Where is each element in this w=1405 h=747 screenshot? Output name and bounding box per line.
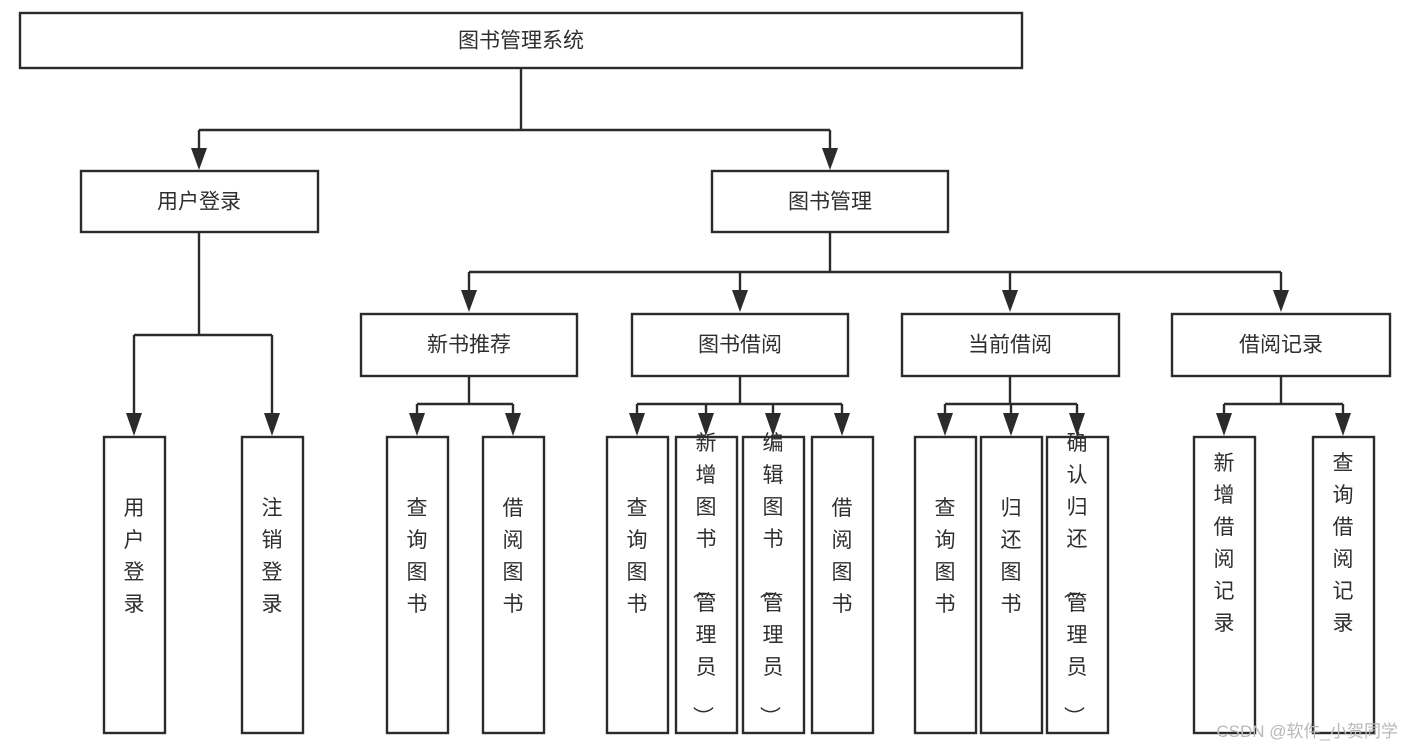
arrow-head-leaf-borrow-record-0 bbox=[1216, 413, 1232, 436]
node-book-borrow-label: 图书借阅 bbox=[698, 334, 782, 357]
leaf-book-borrow-1-label: 新增图书（管理员） bbox=[691, 432, 717, 727]
leaf-user-login-1-box[interactable] bbox=[240, 435, 305, 735]
node-borrow-record[interactable]: 借阅记录 bbox=[1170, 312, 1392, 378]
arrow-head-leaf-current-borrow-0 bbox=[937, 413, 953, 436]
node-user-login-label: 用户登录 bbox=[157, 191, 241, 214]
arrow-head-leaf-borrow-record-1 bbox=[1335, 413, 1351, 436]
node-user-login[interactable]: 用户登录 bbox=[79, 169, 320, 234]
arrow-head-leaf-new-book-0 bbox=[409, 413, 425, 436]
leaf-user-login-0-label: 用户登录 bbox=[124, 497, 145, 616]
node-borrow-record-label: 借阅记录 bbox=[1239, 334, 1323, 357]
node-current-borrow-box[interactable] bbox=[900, 312, 1121, 378]
leaf-new-book-0-label: 查询图书 bbox=[407, 497, 428, 616]
node-new-book-recommend[interactable]: 新书推荐 bbox=[359, 312, 579, 378]
arrow-head-leaf-book-borrow-0 bbox=[629, 413, 645, 436]
arrow-head-current-borrow bbox=[1002, 290, 1018, 312]
leaf-book-borrow-2-label: 编辑图书（管理员） bbox=[758, 432, 784, 727]
leaf-book-borrow-3-label: 借阅图书 bbox=[832, 497, 853, 616]
leaf-new-book-1-label: 借阅图书 bbox=[503, 497, 524, 616]
leaf-current-borrow-1[interactable]: 归还图书 bbox=[979, 435, 1044, 735]
leaf-book-borrow-1-box[interactable] bbox=[674, 435, 739, 735]
node-new-book-recommend-box[interactable] bbox=[359, 312, 579, 378]
node-book-management-label: 图书管理 bbox=[788, 191, 872, 214]
arrow-head-leaf-book-borrow-2 bbox=[765, 413, 781, 436]
node-book-borrow[interactable]: 图书借阅 bbox=[630, 312, 850, 378]
leaf-borrow-record-0[interactable]: 新增借阅记录 bbox=[1192, 435, 1257, 735]
leaf-borrow-record-1-box[interactable] bbox=[1311, 435, 1376, 735]
node-user-login-box[interactable] bbox=[79, 169, 320, 234]
arrow-head-leaf-current-borrow-2 bbox=[1069, 413, 1085, 436]
node-book-borrow-box[interactable] bbox=[630, 312, 850, 378]
leaf-user-login-0-box[interactable] bbox=[102, 435, 167, 735]
leaf-current-borrow-1-label: 归还图书 bbox=[1001, 497, 1022, 616]
arrow-head-leaf-current-borrow-1 bbox=[1003, 413, 1019, 436]
node-current-borrow-label: 当前借阅 bbox=[968, 334, 1052, 357]
arrow-head-book-mgmt bbox=[822, 148, 838, 170]
leaf-current-borrow-0-label: 查询图书 bbox=[935, 497, 956, 616]
node-borrow-record-box[interactable] bbox=[1170, 312, 1392, 378]
leaf-borrow-record-1[interactable]: 查询借阅记录 bbox=[1311, 435, 1376, 735]
arrow-head-borrow-record bbox=[1273, 290, 1289, 312]
node-root-box[interactable] bbox=[18, 11, 1024, 70]
arrow-head-leaf-book-borrow-3 bbox=[834, 413, 850, 436]
leaf-book-borrow-3[interactable]: 借阅图书 bbox=[810, 435, 875, 735]
leaf-new-book-1[interactable]: 借阅图书 bbox=[481, 435, 546, 735]
leaf-current-borrow-0-box[interactable] bbox=[913, 435, 978, 735]
arrow-head-leaf-user-login-1 bbox=[264, 413, 280, 436]
leaf-borrow-record-0-label: 新增借阅记录 bbox=[1214, 452, 1235, 635]
leaf-user-login-1-label: 注销登录 bbox=[262, 497, 283, 616]
leaf-new-book-1-box[interactable] bbox=[481, 435, 546, 735]
leaf-borrow-record-1-label: 查询借阅记录 bbox=[1333, 452, 1354, 635]
leaf-current-borrow-2[interactable]: 确认归还（管理员） bbox=[1045, 432, 1110, 735]
node-root-label: 图书管理系统 bbox=[458, 30, 584, 53]
leaf-current-borrow-2-box[interactable] bbox=[1045, 435, 1110, 735]
arrow-head-book-borrow bbox=[732, 290, 748, 312]
leaf-new-book-0-box[interactable] bbox=[385, 435, 450, 735]
csdn-watermark: CSDN @软件_小贺同学 bbox=[1216, 722, 1398, 741]
node-new-book-recommend-label: 新书推荐 bbox=[427, 334, 511, 357]
connector-layer bbox=[126, 68, 1351, 436]
leaf-book-borrow-0[interactable]: 查询图书 bbox=[605, 435, 670, 735]
leaf-book-borrow-1[interactable]: 新增图书（管理员） bbox=[674, 432, 739, 735]
leaf-new-book-0[interactable]: 查询图书 bbox=[385, 435, 450, 735]
arrow-head-user-login bbox=[191, 148, 207, 170]
leaf-user-login-1[interactable]: 注销登录 bbox=[240, 435, 305, 735]
leaf-book-borrow-0-box[interactable] bbox=[605, 435, 670, 735]
node-root-system[interactable]: 图书管理系统 bbox=[18, 11, 1024, 70]
node-book-management-box[interactable] bbox=[710, 169, 950, 234]
leaf-book-borrow-2[interactable]: 编辑图书（管理员） bbox=[741, 432, 806, 735]
arrow-head-leaf-user-login-0 bbox=[126, 413, 142, 436]
arrow-head-leaf-new-book-1 bbox=[505, 413, 521, 436]
arrow-head-new-book bbox=[461, 290, 477, 312]
leaf-current-borrow-2-label: 确认归还（管理员） bbox=[1062, 432, 1088, 727]
leaf-current-borrow-0[interactable]: 查询图书 bbox=[913, 435, 978, 735]
leaf-user-login-0[interactable]: 用户登录 bbox=[102, 435, 167, 735]
leaf-borrow-record-0-box[interactable] bbox=[1192, 435, 1257, 735]
leaf-book-borrow-2-box[interactable] bbox=[741, 435, 806, 735]
node-book-management[interactable]: 图书管理 bbox=[710, 169, 950, 234]
leaf-book-borrow-0-label: 查询图书 bbox=[627, 497, 648, 616]
leaf-book-borrow-3-box[interactable] bbox=[810, 435, 875, 735]
arrow-head-leaf-book-borrow-1 bbox=[698, 413, 714, 436]
node-current-borrow[interactable]: 当前借阅 bbox=[900, 312, 1121, 378]
leaf-current-borrow-1-box[interactable] bbox=[979, 435, 1044, 735]
